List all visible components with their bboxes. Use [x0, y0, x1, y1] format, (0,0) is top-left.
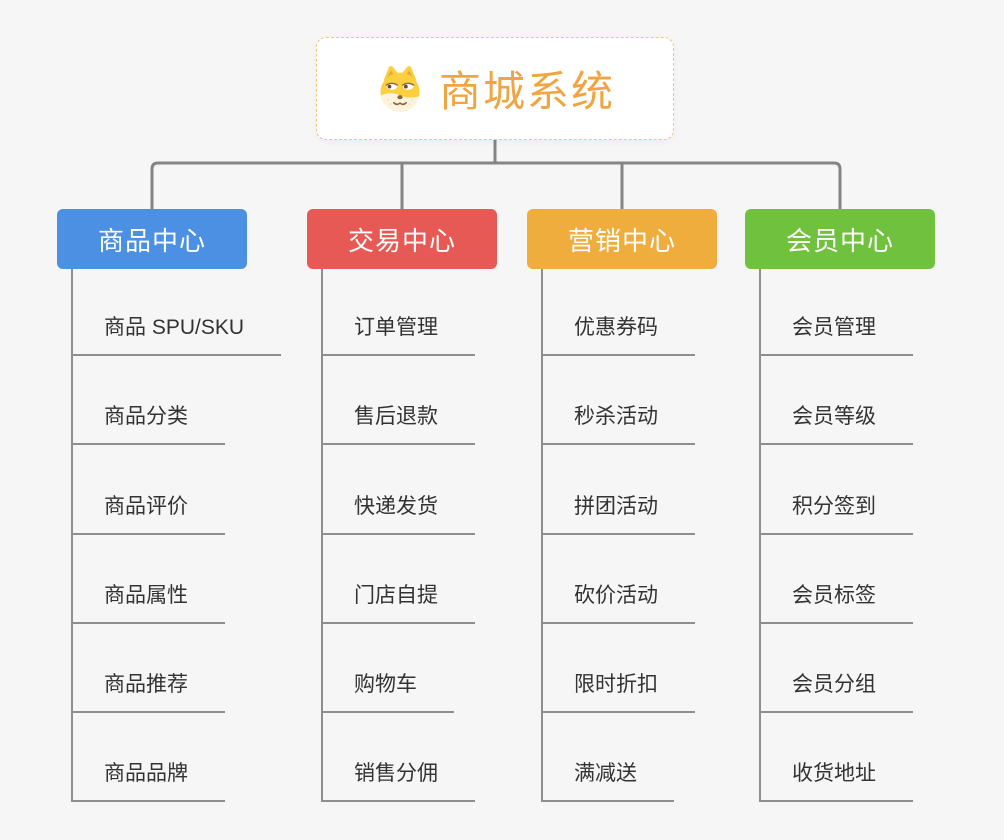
branch-frame-line	[150, 161, 842, 209]
branch-column-member: 会员中心 会员管理 会员等级 积分签到 会员标签 会员分组 收货地址	[745, 209, 985, 829]
leaf-node[interactable]: 购物车	[321, 671, 454, 713]
branch-node-trade[interactable]: 交易中心	[307, 209, 497, 269]
leaf-node[interactable]: 满减送	[541, 760, 674, 802]
branch-trunk-line	[759, 269, 761, 802]
branch-column-trade: 交易中心 订单管理 售后退款 快递发货 门店自提 购物车 销售分佣	[307, 209, 547, 829]
leaf-node[interactable]: 积分签到	[759, 493, 913, 535]
leaf-node[interactable]: 会员等级	[759, 403, 913, 445]
leaf-node[interactable]: 商品 SPU/SKU	[71, 314, 282, 356]
leaf-node[interactable]: 会员标签	[759, 582, 913, 624]
leaf-node[interactable]: 快递发货	[321, 493, 475, 535]
leaf-node[interactable]: 商品评价	[71, 493, 225, 535]
leaf-node[interactable]: 商品属性	[71, 582, 225, 624]
branch-node-marketing[interactable]: 营销中心	[527, 209, 717, 269]
root-node-label: 商城系统	[438, 68, 615, 115]
leaf-node[interactable]: 商品推荐	[71, 671, 225, 713]
root-node[interactable]: 商城系统	[316, 37, 674, 140]
leaf-node[interactable]: 商品分类	[71, 403, 225, 445]
leaf-node[interactable]: 订单管理	[321, 314, 475, 356]
leaf-node[interactable]: 售后退款	[321, 403, 475, 445]
leaf-node[interactable]: 会员分组	[759, 671, 913, 713]
branch-column-product: 商品中心 商品 SPU/SKU 商品分类 商品评价 商品属性 商品推荐 商品品牌	[57, 209, 297, 829]
branch-trunk-line	[71, 269, 73, 802]
leaf-node[interactable]: 会员管理	[759, 314, 913, 356]
leaf-node[interactable]: 拼团活动	[541, 493, 695, 535]
branch-node-member[interactable]: 会员中心	[745, 209, 935, 269]
leaf-node[interactable]: 门店自提	[321, 582, 475, 624]
doge-icon	[380, 65, 420, 112]
leaf-node[interactable]: 商品品牌	[71, 760, 225, 802]
branch-node-product[interactable]: 商品中心	[57, 209, 247, 269]
leaf-node[interactable]: 销售分佣	[321, 760, 475, 802]
branch-trunk-line	[321, 269, 323, 802]
leaf-node[interactable]: 限时折扣	[541, 671, 695, 713]
leaf-node[interactable]: 优惠券码	[541, 314, 695, 356]
branch-column-marketing: 营销中心 优惠券码 秒杀活动 拼团活动 砍价活动 限时折扣 满减送	[527, 209, 767, 829]
branch-trunk-line	[541, 269, 543, 802]
leaf-node[interactable]: 砍价活动	[541, 582, 695, 624]
leaf-node[interactable]: 秒杀活动	[541, 403, 695, 445]
leaf-node[interactable]: 收货地址	[759, 760, 913, 802]
